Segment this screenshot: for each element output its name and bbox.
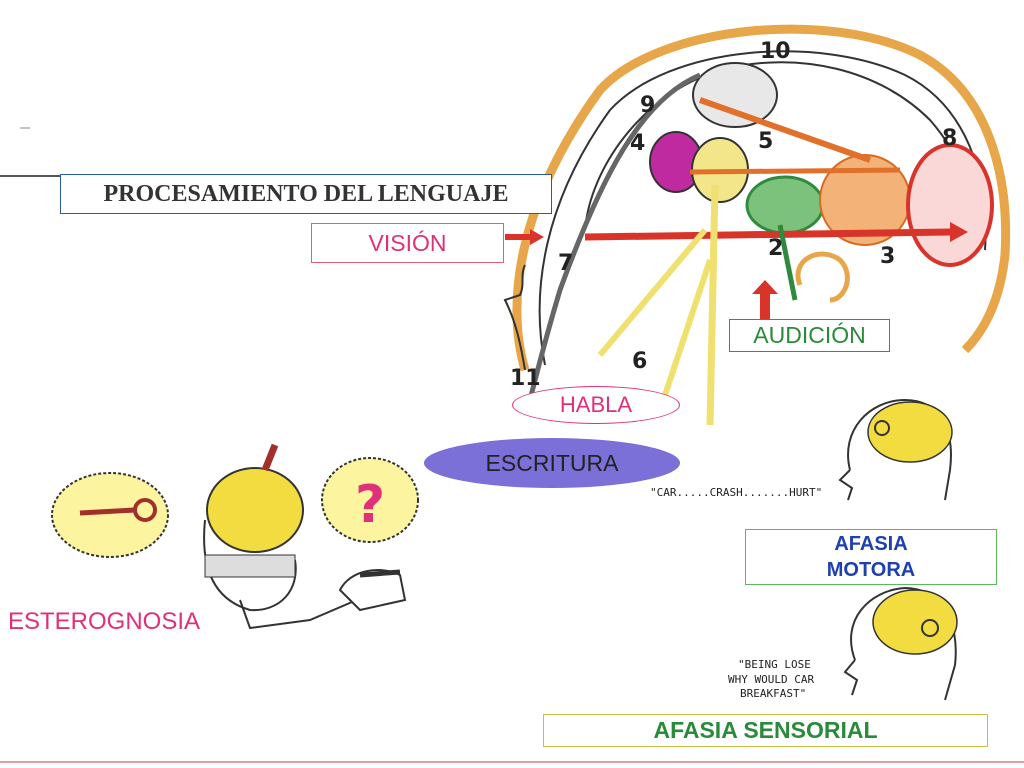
motor-aphasia-line2: MOTORA (826, 559, 916, 581)
motor-aphasia-label: AFASIA MOTORA (745, 529, 997, 585)
page-title: PROCESAMIENTO DEL LENGUAJE (60, 174, 552, 214)
svg-text:5: 5 (758, 129, 773, 154)
svg-text:2: 2 (768, 236, 783, 261)
svg-text:11: 11 (510, 366, 541, 391)
motor-aphasia-line1: AFASIA (834, 533, 908, 555)
speech-label: HABLA (512, 386, 680, 424)
svg-text:6: 6 (632, 349, 647, 374)
audition-label: AUDICIÓN (729, 319, 890, 352)
svg-text:7: 7 (558, 251, 573, 276)
sensory-aphasia-head: "BEING LOSE WHY WOULD CAR BREAKFAST" (728, 586, 958, 701)
svg-text:"BEING LOSE: "BEING LOSE (738, 658, 811, 671)
sensory-aphasia-label: AFASIA SENSORIAL (543, 714, 988, 747)
svg-text:BREAKFAST": BREAKFAST" (740, 687, 806, 700)
stereognosis-label: ESTEROGNOSIA (8, 608, 201, 635)
stereognosis-illustration: ? (51, 443, 419, 630)
vision-label: VISIÓN (311, 223, 504, 263)
svg-text:WHY WOULD CAR: WHY WOULD CAR (728, 673, 814, 686)
svg-text:"CAR.....CRASH.......HURT": "CAR.....CRASH.......HURT" (650, 486, 822, 499)
motor-aphasia-head: "CAR.....CRASH.......HURT" (650, 398, 953, 501)
svg-text:10: 10 (760, 39, 791, 64)
svg-text:8: 8 (942, 126, 957, 151)
question-mark-icon: ? (355, 475, 385, 535)
head-brain-section: 10 9 4 5 8 2 3 7 6 11 (503, 24, 1011, 426)
svg-text:9: 9 (640, 93, 655, 118)
svg-text:3: 3 (880, 244, 895, 269)
svg-text:4: 4 (630, 131, 645, 156)
writing-label: ESCRITURA (424, 438, 680, 488)
